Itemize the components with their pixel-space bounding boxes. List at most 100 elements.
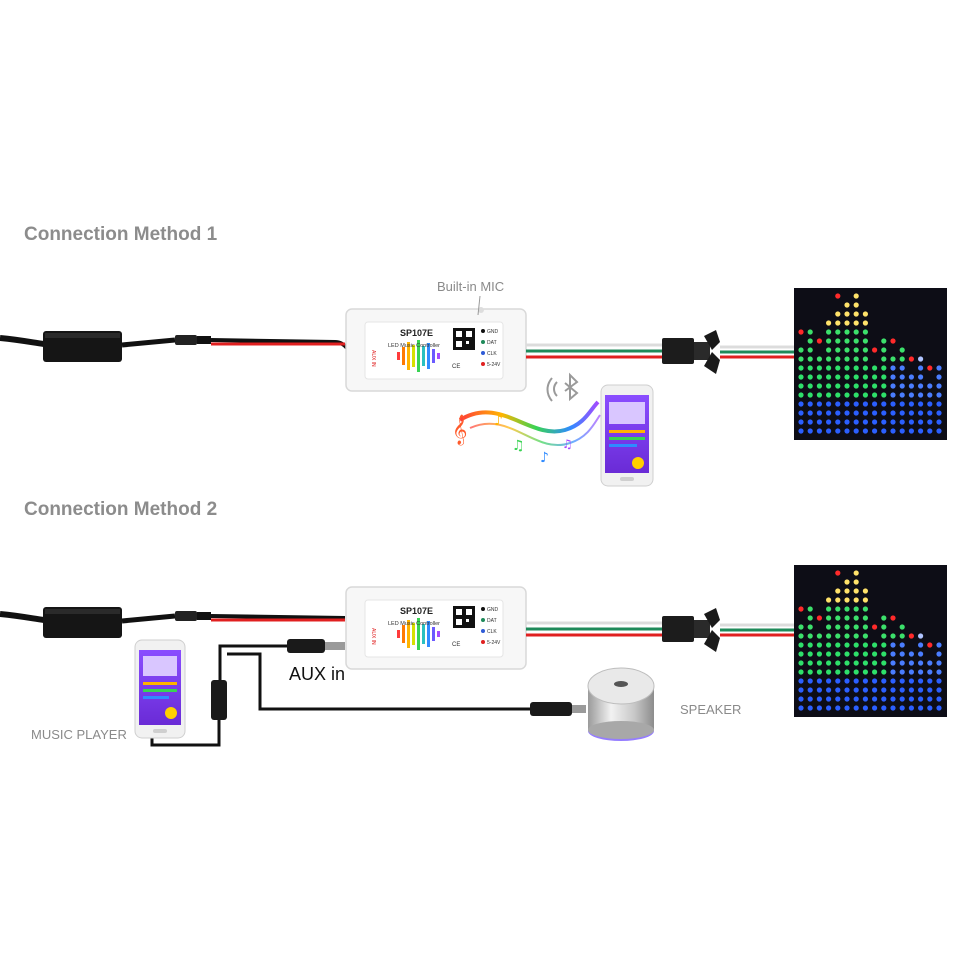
led-dot xyxy=(862,624,869,630)
led-dot xyxy=(853,401,859,407)
led-dot xyxy=(844,660,850,666)
led-dot xyxy=(936,642,942,648)
led-dot xyxy=(807,696,813,702)
led-peak-dot xyxy=(835,570,841,576)
led-dot xyxy=(816,419,823,425)
led-dot xyxy=(872,401,878,407)
led-dot xyxy=(853,320,859,326)
controller-box-1 xyxy=(345,307,527,392)
led-dot xyxy=(844,419,850,425)
led-dot xyxy=(826,606,832,612)
led-dot xyxy=(816,705,823,711)
led-peak-dot xyxy=(927,642,933,648)
led-dot xyxy=(826,401,832,407)
led-dot xyxy=(798,669,804,675)
led-dot xyxy=(881,410,887,416)
led-dot xyxy=(862,401,869,407)
built-in-mic-label: Built-in MIC xyxy=(437,279,505,294)
led-dot xyxy=(872,651,878,657)
led-dot xyxy=(826,669,832,675)
led-dot xyxy=(798,347,804,353)
led-dot xyxy=(862,696,869,702)
led-dot xyxy=(798,660,804,666)
led-dot xyxy=(807,383,813,389)
port-label: GND xyxy=(487,329,499,335)
led-dot xyxy=(798,642,804,648)
led-dot xyxy=(918,687,924,693)
connector-icon xyxy=(662,330,720,374)
led-dot xyxy=(899,696,905,702)
led-dot xyxy=(936,696,942,702)
led-dot xyxy=(844,392,850,398)
led-dot xyxy=(918,651,924,657)
led-dot xyxy=(826,320,832,326)
led-dot xyxy=(835,660,841,666)
led-dot xyxy=(881,419,887,425)
speaker-cable xyxy=(227,652,532,711)
led-dot xyxy=(899,347,905,353)
led-dot xyxy=(835,606,841,612)
led-dot xyxy=(890,633,896,639)
dc-jack-icon xyxy=(175,335,211,345)
music-notes-icon: 𝄞 ♪ ♫ ♪ ♫ xyxy=(452,400,601,466)
led-dot xyxy=(844,597,850,603)
led-dot xyxy=(807,392,813,398)
led-dot xyxy=(936,687,942,693)
led-dot xyxy=(798,401,804,407)
led-dot xyxy=(844,338,850,344)
speaker-label: SPEAKER xyxy=(680,702,742,717)
led-dot xyxy=(798,678,804,684)
led-dot xyxy=(826,633,832,639)
controller-model-label: SP107E xyxy=(400,606,433,616)
led-dot xyxy=(881,383,887,389)
led-dot xyxy=(918,383,924,389)
led-dot xyxy=(881,678,887,684)
led-dot xyxy=(936,374,942,380)
led-dot xyxy=(844,302,850,308)
led-dot xyxy=(853,660,859,666)
led-dot xyxy=(862,669,869,675)
led-dot xyxy=(918,428,924,434)
svg-text:♫: ♫ xyxy=(562,437,573,451)
led-dot xyxy=(807,329,813,335)
led-dot xyxy=(816,356,823,362)
led-dot xyxy=(899,669,905,675)
aux-cable xyxy=(218,644,287,685)
speaker-plug-icon xyxy=(530,702,586,716)
sound-wave-graphic xyxy=(397,618,440,650)
led-dot xyxy=(816,401,823,407)
led-dot xyxy=(853,597,859,603)
led-dot xyxy=(899,392,905,398)
led-dot xyxy=(826,615,832,621)
led-dot xyxy=(862,311,869,317)
led-dot xyxy=(826,428,832,434)
led-dot xyxy=(918,678,924,684)
led-dot xyxy=(890,687,896,693)
led-dot xyxy=(918,419,924,425)
led-dot xyxy=(798,410,804,416)
led-dot xyxy=(807,633,813,639)
led-peak-dot xyxy=(816,615,823,621)
led-dot xyxy=(872,419,878,425)
speaker-icon xyxy=(587,667,655,741)
port-dot xyxy=(481,607,485,611)
method-1-heading: Connection Method 1 xyxy=(24,224,218,245)
led-dot xyxy=(908,696,915,702)
led-dot xyxy=(927,669,933,675)
port-dot xyxy=(481,340,485,344)
led-dot xyxy=(936,660,942,666)
led-dot xyxy=(844,401,850,407)
led-peak-dot xyxy=(872,624,878,630)
led-dot xyxy=(890,678,896,684)
led-dot xyxy=(853,642,859,648)
led-dot xyxy=(872,678,878,684)
led-dot xyxy=(927,687,933,693)
controller-side-label: AUX IN xyxy=(370,628,376,645)
led-peak-dot xyxy=(908,356,915,362)
led-dot xyxy=(853,347,859,353)
led-dot xyxy=(798,374,804,380)
led-dot xyxy=(918,696,924,702)
led-dot xyxy=(890,428,896,434)
led-dot xyxy=(853,588,859,594)
